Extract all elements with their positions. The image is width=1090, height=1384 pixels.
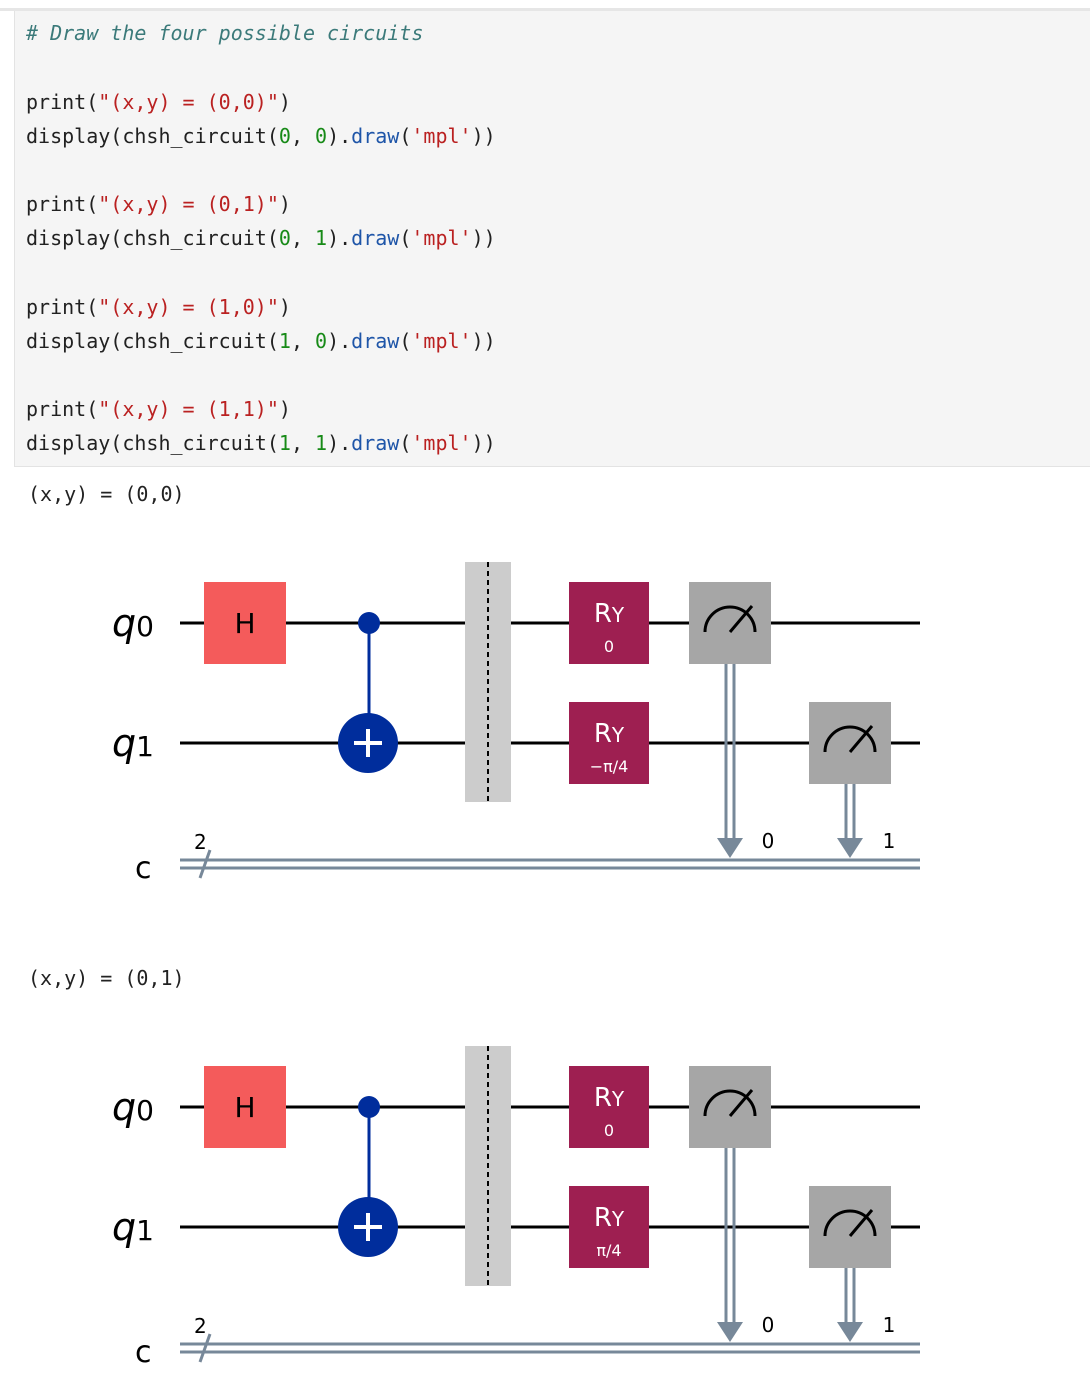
measure-q0: 0 [689, 582, 774, 858]
ry-q1-param: −π/4 [590, 757, 629, 776]
ry-gate-q0: RY 0 [569, 582, 649, 664]
svg-text:RY: RY [594, 599, 625, 629]
bus-slash [198, 849, 212, 879]
ry-gate-q1: RY π/4 [569, 1186, 649, 1268]
barrier [465, 562, 511, 802]
output-text: (x,y) = (0,1) [28, 966, 185, 990]
svg-text:RY: RY [594, 719, 625, 749]
classical-width-label: 2 [194, 830, 207, 854]
meter-icon [703, 1089, 757, 1117]
classical-width-label: 2 [194, 1314, 207, 1338]
ry-gate-q1: RY −π/4 [569, 702, 649, 784]
code-display-line: display(chsh_circuit(0, 1).draw('mpl')) [26, 226, 496, 250]
cell-top-border [0, 8, 1090, 11]
barrier [465, 1046, 511, 1286]
svg-text:RY: RY [594, 1203, 625, 1233]
output-text: (x,y) = (0,0) [28, 482, 185, 506]
code-print-line: print("(x,y) = (0,0)") [26, 90, 291, 114]
measure-q1: 1 [809, 1186, 895, 1342]
circuit-diagram: q0 q1 c 2 H [0, 540, 1090, 940]
svg-text:RY: RY [594, 1083, 625, 1113]
cnot-gate [338, 612, 398, 773]
h-gate-label: H [234, 1091, 255, 1124]
measure-bit-label: 0 [762, 1313, 775, 1337]
ry-q0-param: 0 [604, 637, 614, 656]
circuit-diagram: q0 q1 c 2 H RY 0 [0, 1024, 1090, 1380]
code-cell[interactable]: # Draw the four possible circuits print(… [14, 11, 1090, 467]
code-print-line: print("(x,y) = (1,0)") [26, 295, 291, 319]
code-comment: # Draw the four possible circuits [26, 21, 424, 45]
code-display-line: display(chsh_circuit(0, 0).draw('mpl')) [26, 124, 496, 148]
classical-wire: 2 [180, 830, 920, 879]
code-print-line: print("(x,y) = (1,1)") [26, 397, 291, 421]
code-display-line: display(chsh_circuit(1, 1).draw('mpl')) [26, 431, 496, 455]
wire-label-c: c [135, 851, 152, 886]
measure-bit-label: 1 [883, 1313, 896, 1337]
meter-icon [823, 725, 877, 753]
meter-icon [703, 605, 757, 633]
wire-label-q0: q0 [112, 1085, 154, 1129]
h-gate: H [204, 1066, 286, 1148]
measure-q0: 0 [689, 1066, 774, 1342]
cnot-control-dot [358, 612, 380, 634]
h-gate: H [204, 582, 286, 664]
wire-label-q1: q1 [112, 1205, 154, 1249]
meter-icon [823, 1209, 877, 1237]
cnot-control-dot [358, 1096, 380, 1118]
measure-q1: 1 [809, 702, 895, 858]
classical-wire: 2 [180, 1314, 920, 1363]
code-display-line: display(chsh_circuit(1, 0).draw('mpl')) [26, 329, 496, 353]
cnot-gate [338, 1096, 398, 1257]
ry-q0-param: 0 [604, 1121, 614, 1140]
wire-label-q1: q1 [112, 721, 154, 765]
bus-slash [198, 1333, 212, 1363]
ry-gate-q0: RY 0 [569, 1066, 649, 1148]
code-print-line: print("(x,y) = (0,1)") [26, 192, 291, 216]
ry-q1-param: π/4 [596, 1241, 621, 1260]
measure-bit-label: 1 [883, 829, 896, 853]
h-gate-label: H [234, 607, 255, 640]
measure-bit-label: 0 [762, 829, 775, 853]
wire-label-q0: q0 [112, 601, 154, 645]
wire-label-c: c [135, 1335, 152, 1370]
